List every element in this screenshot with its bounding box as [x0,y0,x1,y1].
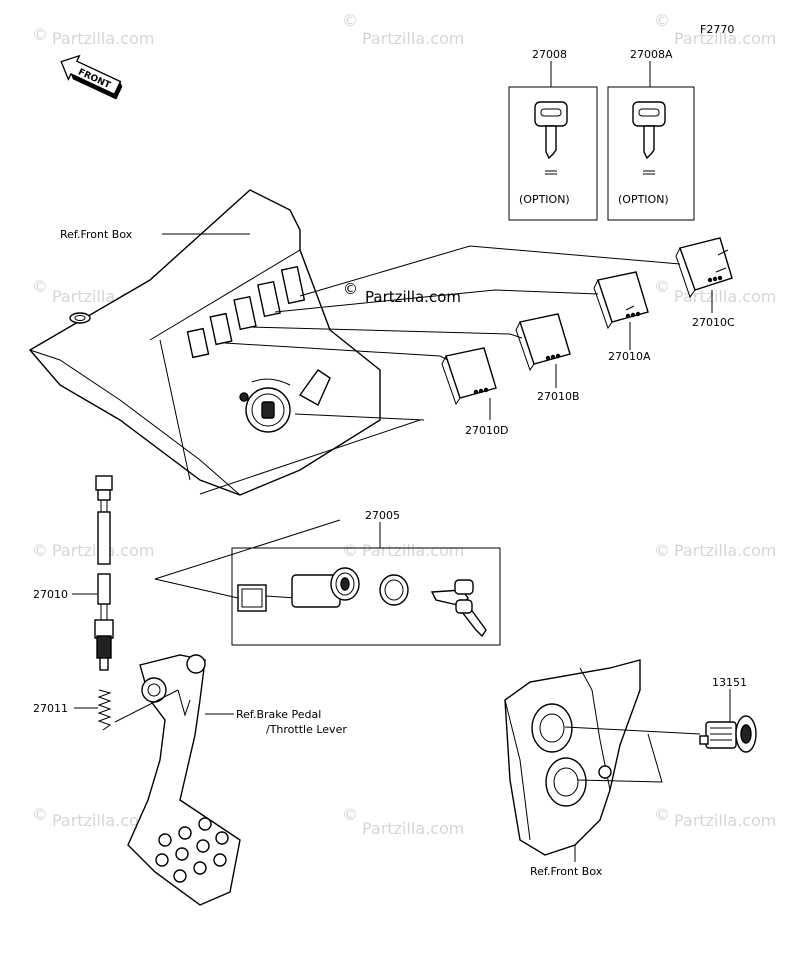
watermark-text: Partzilla.com [674,541,776,560]
front-box-lower [504,659,641,862]
figure-code: F2770 [700,23,734,36]
spring-27011 [97,689,112,731]
watermark-text: Partzilla.com [52,29,154,48]
ref-front-box-bottom: Ref.Front Box [530,865,603,878]
part-label-27011: 27011 [33,702,68,715]
key-27008a: 27008A (OPTION) [607,48,695,221]
part-label-27010a: 27010A [608,350,651,363]
option-label: (OPTION) [519,193,570,206]
rocker-switch-27010b [515,313,571,388]
watermark-text: Partzilla.com [362,819,464,838]
part-label-27010d: 27010D [465,424,508,437]
watermark-copyright: © [654,277,670,296]
front-box-panel [28,189,381,496]
watermark-text: Partzilla.com [674,29,776,48]
watermark-text: Partzilla.com [362,541,464,560]
leader-lines-switches [199,245,681,495]
brake-pedal [114,654,241,906]
watermark-copyright: © [342,11,358,30]
option-label: (OPTION) [618,193,669,206]
watermark-copyright: © [32,541,48,560]
front-arrow-icon: FRONT [60,54,123,100]
watermark-copyright: © [32,277,48,296]
watermark-text: Partzilla.com [362,29,464,48]
watermark-copyright: © [654,541,670,560]
watermark-copyright: © [32,805,48,824]
center-copyright: © [343,280,358,298]
part-label-27008a: 27008A [630,48,673,61]
watermark-copyright: © [654,11,670,30]
ref-brake-pedal-line2: /Throttle Lever [266,723,347,736]
ref-brake-pedal-line1: Ref.Brake Pedal [236,708,321,721]
watermark-copyright: © [342,805,358,824]
part-label-27010c: 27010C [692,316,735,329]
rocker-switch-27010d [441,347,497,420]
part-label-27005: 27005 [365,509,400,522]
watermark-copyright: © [32,25,48,44]
ref-front-box-top: Ref.Front Box [60,228,133,241]
watermark-copyright: © [342,541,358,560]
part-label-27010b: 27010B [537,390,580,403]
brake-switch-27010 [94,475,114,671]
watermark-text: Partzilla.com [674,811,776,830]
socket-13151 [699,715,757,753]
part-label-27008: 27008 [532,48,567,61]
watermark-text: Partzilla.com [52,811,154,830]
ignition-switch-27005 [231,547,501,646]
key-27008: 27008 (OPTION) [508,48,598,221]
part-label-27010: 27010 [33,588,68,601]
rocker-switch-27010c [675,237,733,313]
center-watermark: Partzilla.com [365,288,461,306]
part-label-13151: 13151 [712,676,747,689]
rocker-switch-27010a [593,271,649,350]
watermark-copyright: © [654,805,670,824]
watermark-text: Partzilla.com [674,287,776,306]
